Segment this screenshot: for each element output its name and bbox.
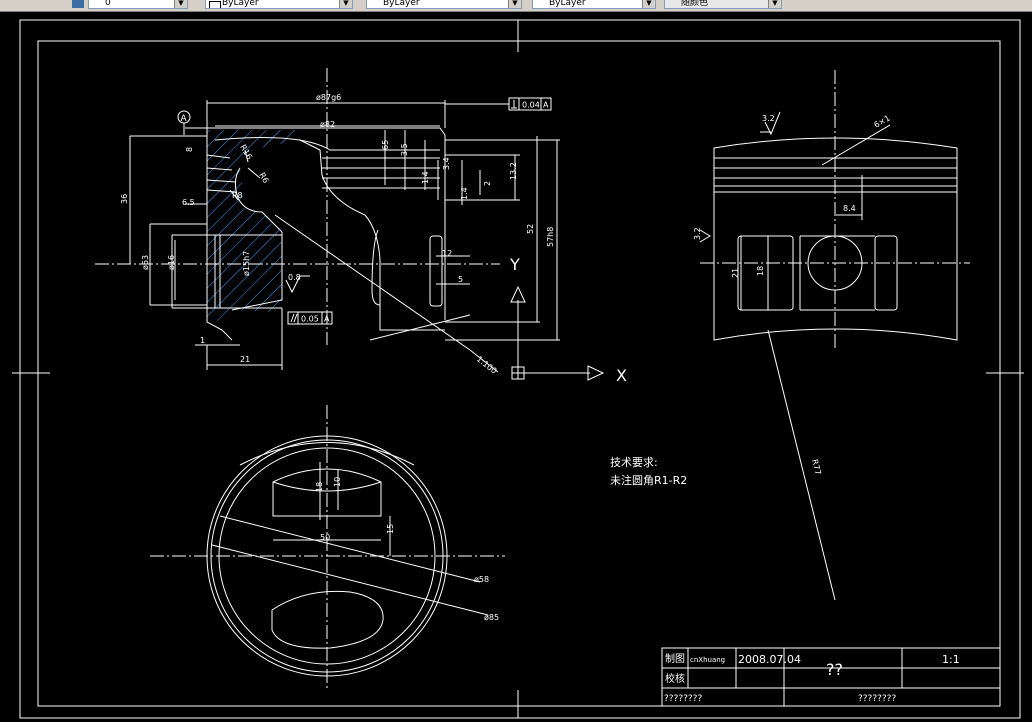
title-draw-label: 制图 <box>665 652 685 665</box>
parallelism-value: 0.05 <box>301 315 319 324</box>
dim-d82: ø82 <box>320 120 335 129</box>
dim-18-side: 18 <box>756 266 765 276</box>
dim-d85: ø85 <box>484 613 499 622</box>
dim-10-bottom: 10 <box>333 477 342 487</box>
tech-title: 技术要求: <box>610 456 658 469</box>
layer-dropdown-value: 0 <box>105 0 111 8</box>
section-hatch <box>207 130 300 322</box>
layer-state-icon[interactable] <box>72 0 84 8</box>
dim-d87g6: ø87g6 <box>316 93 341 102</box>
chevron-down-icon[interactable]: ▼ <box>642 0 655 8</box>
perpendicularity-value: 0.04 <box>522 101 540 110</box>
drawing-canvas[interactable]: A 0.04 A 0.05 A ø87g6 ø82 R16 R6 R8 8 36… <box>0 11 1032 722</box>
dim-r8: R8 <box>232 191 243 200</box>
lineweight-dropdown-value: ByLayer <box>549 0 586 8</box>
perpendicularity-datum: A <box>543 101 549 110</box>
properties-toolbar: 0 ▼ ByLayer ▼ ByLayer ▼ ByLayer ▼ 随颜色 ▼ <box>0 0 1032 12</box>
dim-18-bottom: 18 <box>315 482 324 492</box>
color-dropdown-value: ByLayer <box>222 0 259 8</box>
dim-8: 8 <box>185 147 194 152</box>
tech-line-1: 未注圆角R1-R2 <box>610 473 687 487</box>
perpendicularity-tolerance-frame: 0.04 A <box>445 97 552 111</box>
title-designer: cnXhuang <box>690 656 725 664</box>
title-bottom-mid: ???????? <box>858 694 896 704</box>
dim-3-2-side: 3.2 <box>693 227 702 240</box>
datum-a-symbol: A <box>177 110 191 124</box>
bottom-view-dimensions: 18 10 15 50 ø58 ø85 <box>315 477 499 622</box>
dim-1: 1 <box>200 336 205 345</box>
linetype-dropdown-value: ByLayer <box>383 0 420 8</box>
piston-side-view <box>699 70 970 601</box>
piston-front-section-view <box>95 68 560 373</box>
dim-50-bottom: 50 <box>320 533 330 542</box>
piston-bottom-view <box>150 405 505 690</box>
color-swatch-icon <box>209 1 221 8</box>
lineweight-dropdown[interactable]: ByLayer ▼ <box>532 0 656 9</box>
dim-8-4: 8.4 <box>843 204 856 213</box>
front-view-dimensions: ø87g6 ø82 R16 R6 R8 8 36 6.5 ø63 ø16 ø15… <box>120 93 555 376</box>
dim-1-4a: 1.4 <box>421 171 430 184</box>
dim-21: 21 <box>240 355 250 364</box>
chevron-down-icon[interactable]: ▼ <box>508 0 521 8</box>
sheet-outer-border <box>19 19 1021 719</box>
dim-6x1: 6×1 <box>873 113 892 129</box>
title-scale: 1:1 <box>942 653 960 666</box>
centering-marks <box>12 20 1024 718</box>
dim-3-4: 3.4 <box>442 157 451 170</box>
title-check-label: 校核 <box>665 672 685 685</box>
dim-taper: 1:100 <box>475 354 499 375</box>
dim-6-5: 6.5 <box>182 198 195 207</box>
technical-requirements: 技术要求: 未注圆角R1-R2 <box>610 456 687 487</box>
dim-15-bottom: 15 <box>386 524 395 534</box>
ucs-y-label: Y <box>509 255 520 274</box>
title-part-name: ?? <box>826 660 843 679</box>
layer-dropdown[interactable]: 0 ▼ <box>88 0 188 9</box>
dim-1-4b: 1.4 <box>460 187 469 200</box>
chevron-down-icon[interactable]: ▼ <box>768 0 781 8</box>
dim-13-2: 13.2 <box>509 162 518 180</box>
plotstyle-dropdown-value: 随颜色 <box>681 0 709 8</box>
dim-36: 36 <box>120 194 129 204</box>
dim-3-2-top: 3.2 <box>762 114 775 123</box>
dim-2: 2 <box>483 181 492 186</box>
ucs-icon: Y X <box>509 255 627 385</box>
title-bottom-left: ???????? <box>664 694 702 704</box>
dim-r77: R77 <box>810 458 823 475</box>
dim-d16: ø16 <box>167 255 176 270</box>
linetype-dropdown[interactable]: ByLayer ▼ <box>366 0 522 9</box>
dim-52: 52 <box>526 224 535 234</box>
dim-d58: ø58 <box>474 575 489 584</box>
dim-12: 12 <box>442 249 452 258</box>
color-dropdown[interactable]: ByLayer ▼ <box>205 0 353 9</box>
dim-r6: R6 <box>257 171 270 185</box>
dim-21-side: 21 <box>731 268 740 278</box>
dim-65: 65 <box>381 140 390 150</box>
dim-57h8: 57h8 <box>546 227 555 247</box>
dim-d63: ø63 <box>141 255 150 270</box>
dim-roughness-0-8: 0.8 <box>288 273 301 282</box>
dim-5: 5 <box>458 275 463 284</box>
dim-d15h7: ø15h7 <box>242 251 251 276</box>
datum-a-label: A <box>181 114 188 124</box>
plotstyle-dropdown[interactable]: 随颜色 ▼ <box>664 0 782 9</box>
parallelism-tolerance-frame: 0.05 A <box>287 311 333 325</box>
title-block: 制图 校核 cnXhuang 2008.07.04 ?? 1:1 ???????… <box>661 647 1001 707</box>
parallelism-datum: A <box>324 315 330 324</box>
chevron-down-icon[interactable]: ▼ <box>339 0 352 8</box>
chevron-down-icon[interactable]: ▼ <box>174 0 187 8</box>
title-date: 2008.07.04 <box>738 653 801 666</box>
ucs-x-label: X <box>616 366 627 385</box>
dim-3-5: 3.5 <box>400 143 409 156</box>
